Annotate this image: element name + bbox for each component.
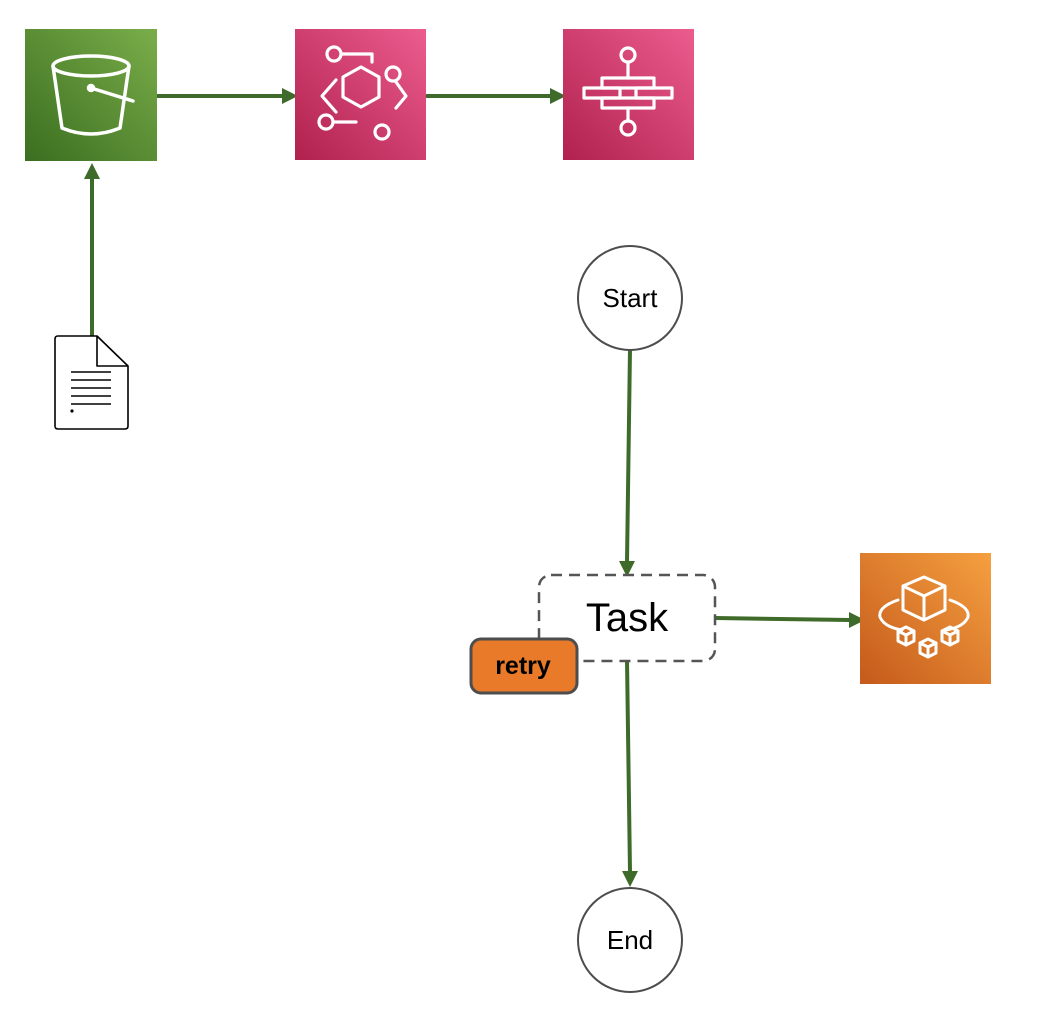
edge-bucket-to-eventbridge bbox=[157, 88, 298, 104]
edge-start-to-task bbox=[619, 348, 635, 577]
eventbridge-node[interactable] bbox=[295, 29, 426, 160]
edge-document-to-bucket bbox=[84, 163, 100, 336]
edge-task-to-fargate bbox=[714, 612, 865, 628]
step-functions-icon bbox=[582, 46, 674, 137]
eventbridge-icon bbox=[317, 45, 408, 141]
retry-label: retry bbox=[495, 652, 551, 680]
start-label: Start bbox=[603, 283, 659, 313]
start-node[interactable]: Start bbox=[577, 245, 683, 351]
s3-bucket-icon bbox=[51, 54, 135, 136]
fargate-node[interactable] bbox=[860, 553, 991, 684]
task-label: Task bbox=[586, 596, 669, 640]
document-icon bbox=[54, 335, 129, 430]
fargate-icon bbox=[878, 575, 970, 659]
retry-badge[interactable]: retry bbox=[469, 637, 579, 695]
document-node[interactable] bbox=[54, 335, 129, 430]
s3-bucket-node[interactable] bbox=[25, 29, 157, 161]
task-node[interactable]: Task bbox=[537, 573, 717, 663]
edge-eventbridge-to-step-functions bbox=[426, 88, 566, 104]
end-node[interactable]: End bbox=[577, 887, 683, 993]
edge-task-to-end bbox=[622, 659, 638, 887]
end-label: End bbox=[607, 925, 653, 955]
edges bbox=[84, 88, 865, 887]
step-functions-node[interactable] bbox=[563, 29, 694, 160]
